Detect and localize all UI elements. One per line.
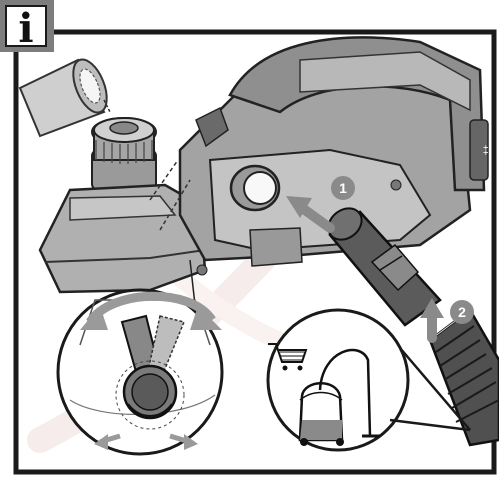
depth-knob [91,117,157,191]
shopping-cart-icon [268,343,308,371]
step-1-arrow [286,196,335,233]
info-badge: i [0,0,54,52]
rotate-lever-icon [80,291,222,330]
svg-text:++: ++ [481,145,491,156]
step-2-arrow [420,298,444,343]
lever-detail-callout [56,288,224,456]
step-1-number: 1 [339,180,347,196]
step-1-badge: 1 [331,176,355,200]
shop-vacuum-icon [298,348,380,446]
step-2-number: 2 [458,304,466,320]
step-2-badge: 2 [450,300,474,324]
dust-adapter-icon [18,58,111,138]
planer-tool: ++ [38,36,491,351]
vacuum-detail-callout [266,308,471,452]
info-icon: i [18,5,33,52]
